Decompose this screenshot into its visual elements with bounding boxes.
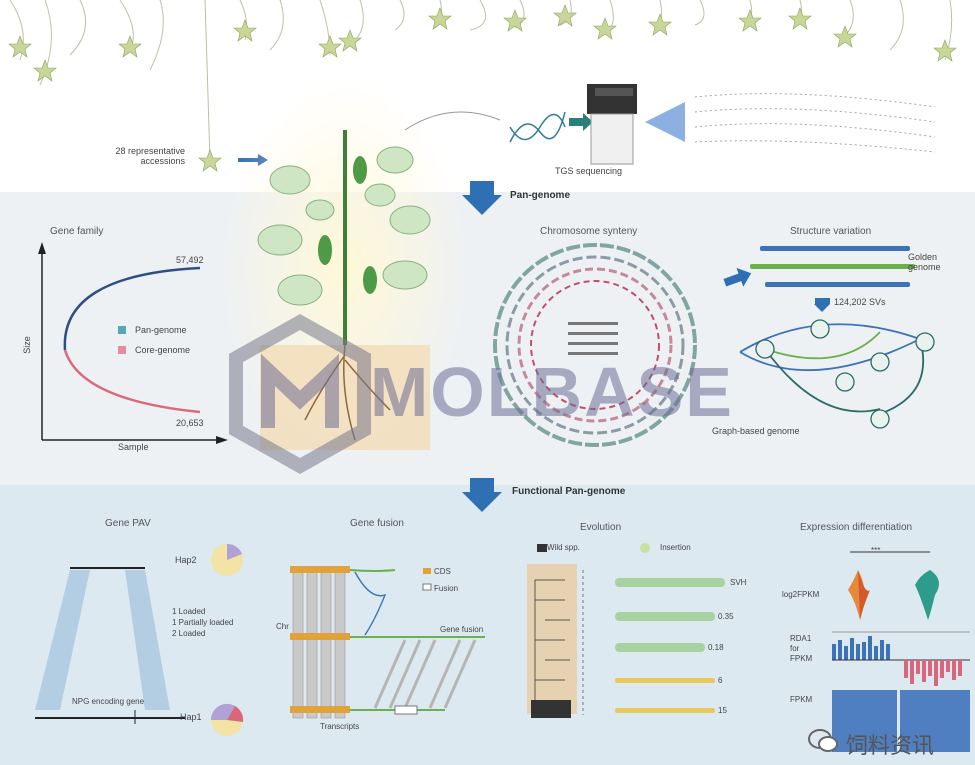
gene-pav-bottom-gene: Hap1 <box>180 712 202 722</box>
gene-fusion-legend1: CDS <box>434 567 451 576</box>
expression-track1-line1: RDA1 <box>790 634 812 643</box>
evolution-diagram <box>527 543 725 718</box>
expression-track1-line2: for <box>790 644 800 653</box>
pan-genome-value: 57,492 <box>176 255 204 265</box>
gene-family-title: Gene family <box>50 226 104 237</box>
gene-fusion-side-label: Chr <box>276 622 289 631</box>
pea-plant-illustration <box>220 80 501 460</box>
evolution-row1-label: SVH <box>730 578 747 587</box>
expression-track1-label: RDA1 for FPKM <box>790 634 812 664</box>
evolution-legend2: Insertion <box>660 543 691 552</box>
evolution-row3-label: 0.18 <box>708 643 724 652</box>
pan-genome-curve <box>63 266 201 351</box>
dna-icon <box>509 111 566 143</box>
gene-pav-title: Gene PAV <box>105 518 151 529</box>
gene-pav-legend-line2: 1 Partially loaded <box>172 618 234 627</box>
expression-track1-line3: FPKM <box>790 654 813 663</box>
functional-section-label: Functional Pan-genome <box>512 486 626 497</box>
linear-genome-line1: Golden <box>908 252 938 262</box>
legend-pan-swatch <box>118 326 126 334</box>
sequencing-label: TGS sequencing <box>555 166 623 176</box>
gene-family-xlabel: Sample <box>118 442 149 452</box>
gene-pav-legend: 1 Loaded 1 Partially loaded 2 Loaded <box>172 606 233 639</box>
watermark-text: MOLBASE <box>370 353 734 431</box>
sv-title: Structure variation <box>790 226 872 237</box>
accessions-label: 28 representative accessions <box>85 146 185 166</box>
watermark-logo-hexagon <box>229 313 371 475</box>
gene-pav-legend-line1: 1 Loaded <box>172 607 206 616</box>
wechat-account-name: 饲料资讯 <box>846 733 935 758</box>
wechat-icon <box>808 729 838 752</box>
functional-pan-genome-arrow-icon <box>462 478 502 512</box>
legend-pan-label: Pan-genome <box>135 325 187 335</box>
core-genome-curve <box>63 349 201 414</box>
pan-genome-band <box>0 192 975 485</box>
gene-family-chart <box>38 242 228 444</box>
linear-genome-line2: genome <box>908 262 941 272</box>
gene-fusion-title: Gene fusion <box>350 518 404 529</box>
gene-fusion-right-label: Gene fusion <box>440 625 484 634</box>
expression-diagram <box>832 551 970 752</box>
core-genome-value: 20,653 <box>176 418 204 428</box>
evolution-title: Evolution <box>580 522 622 533</box>
evolution-row4-label: 6 <box>718 676 723 685</box>
evolution-row5-label: 15 <box>718 706 727 715</box>
expression-sig: *** <box>871 546 881 555</box>
expression-title: Expression differentiation <box>800 522 913 533</box>
synteny-circos-plot <box>493 243 697 447</box>
gene-fusion-diagram <box>290 566 485 719</box>
sequencer-icon <box>587 84 637 165</box>
pan-genome-arrow-icon <box>462 181 502 215</box>
accessions-label-line2: accessions <box>140 156 185 166</box>
evolution-legend1: Wild spp. <box>547 543 580 552</box>
legend-core-label: Core-genome <box>135 345 191 355</box>
pan-genome-section-label: Pan-genome <box>510 190 571 201</box>
expression-track2-label: FPKM <box>790 695 813 704</box>
gene-pav-top-gene: Hap2 <box>175 555 197 565</box>
evolution-row2-label: 0.35 <box>718 612 734 621</box>
gene-pav-legend-line3: 2 Loaded <box>172 629 206 638</box>
linear-genome-label: Golden genome <box>908 252 941 272</box>
hanging-plants-illustration <box>8 0 957 172</box>
gene-pav-bottom-label: NPG encoding gene <box>72 697 145 706</box>
legend-core-swatch <box>118 346 126 354</box>
synteny-title: Chromosome synteny <box>540 226 638 237</box>
svs-count-label: 124,202 SVs <box>834 297 886 307</box>
gene-fusion-bottom-label: Transcripts <box>320 722 360 731</box>
accessions-label-line1: 28 representative <box>115 146 185 156</box>
sequencing-illustration <box>509 84 936 165</box>
graph-genome-label: Graph-based genome <box>712 426 800 436</box>
expression-violin-label: log2FPKM <box>782 590 820 599</box>
structure-variation-graph <box>723 246 935 429</box>
gene-pav-diagram <box>35 543 244 736</box>
gene-fusion-legend2: Fusion <box>434 584 459 593</box>
gene-family-ylabel: Size <box>21 336 32 354</box>
